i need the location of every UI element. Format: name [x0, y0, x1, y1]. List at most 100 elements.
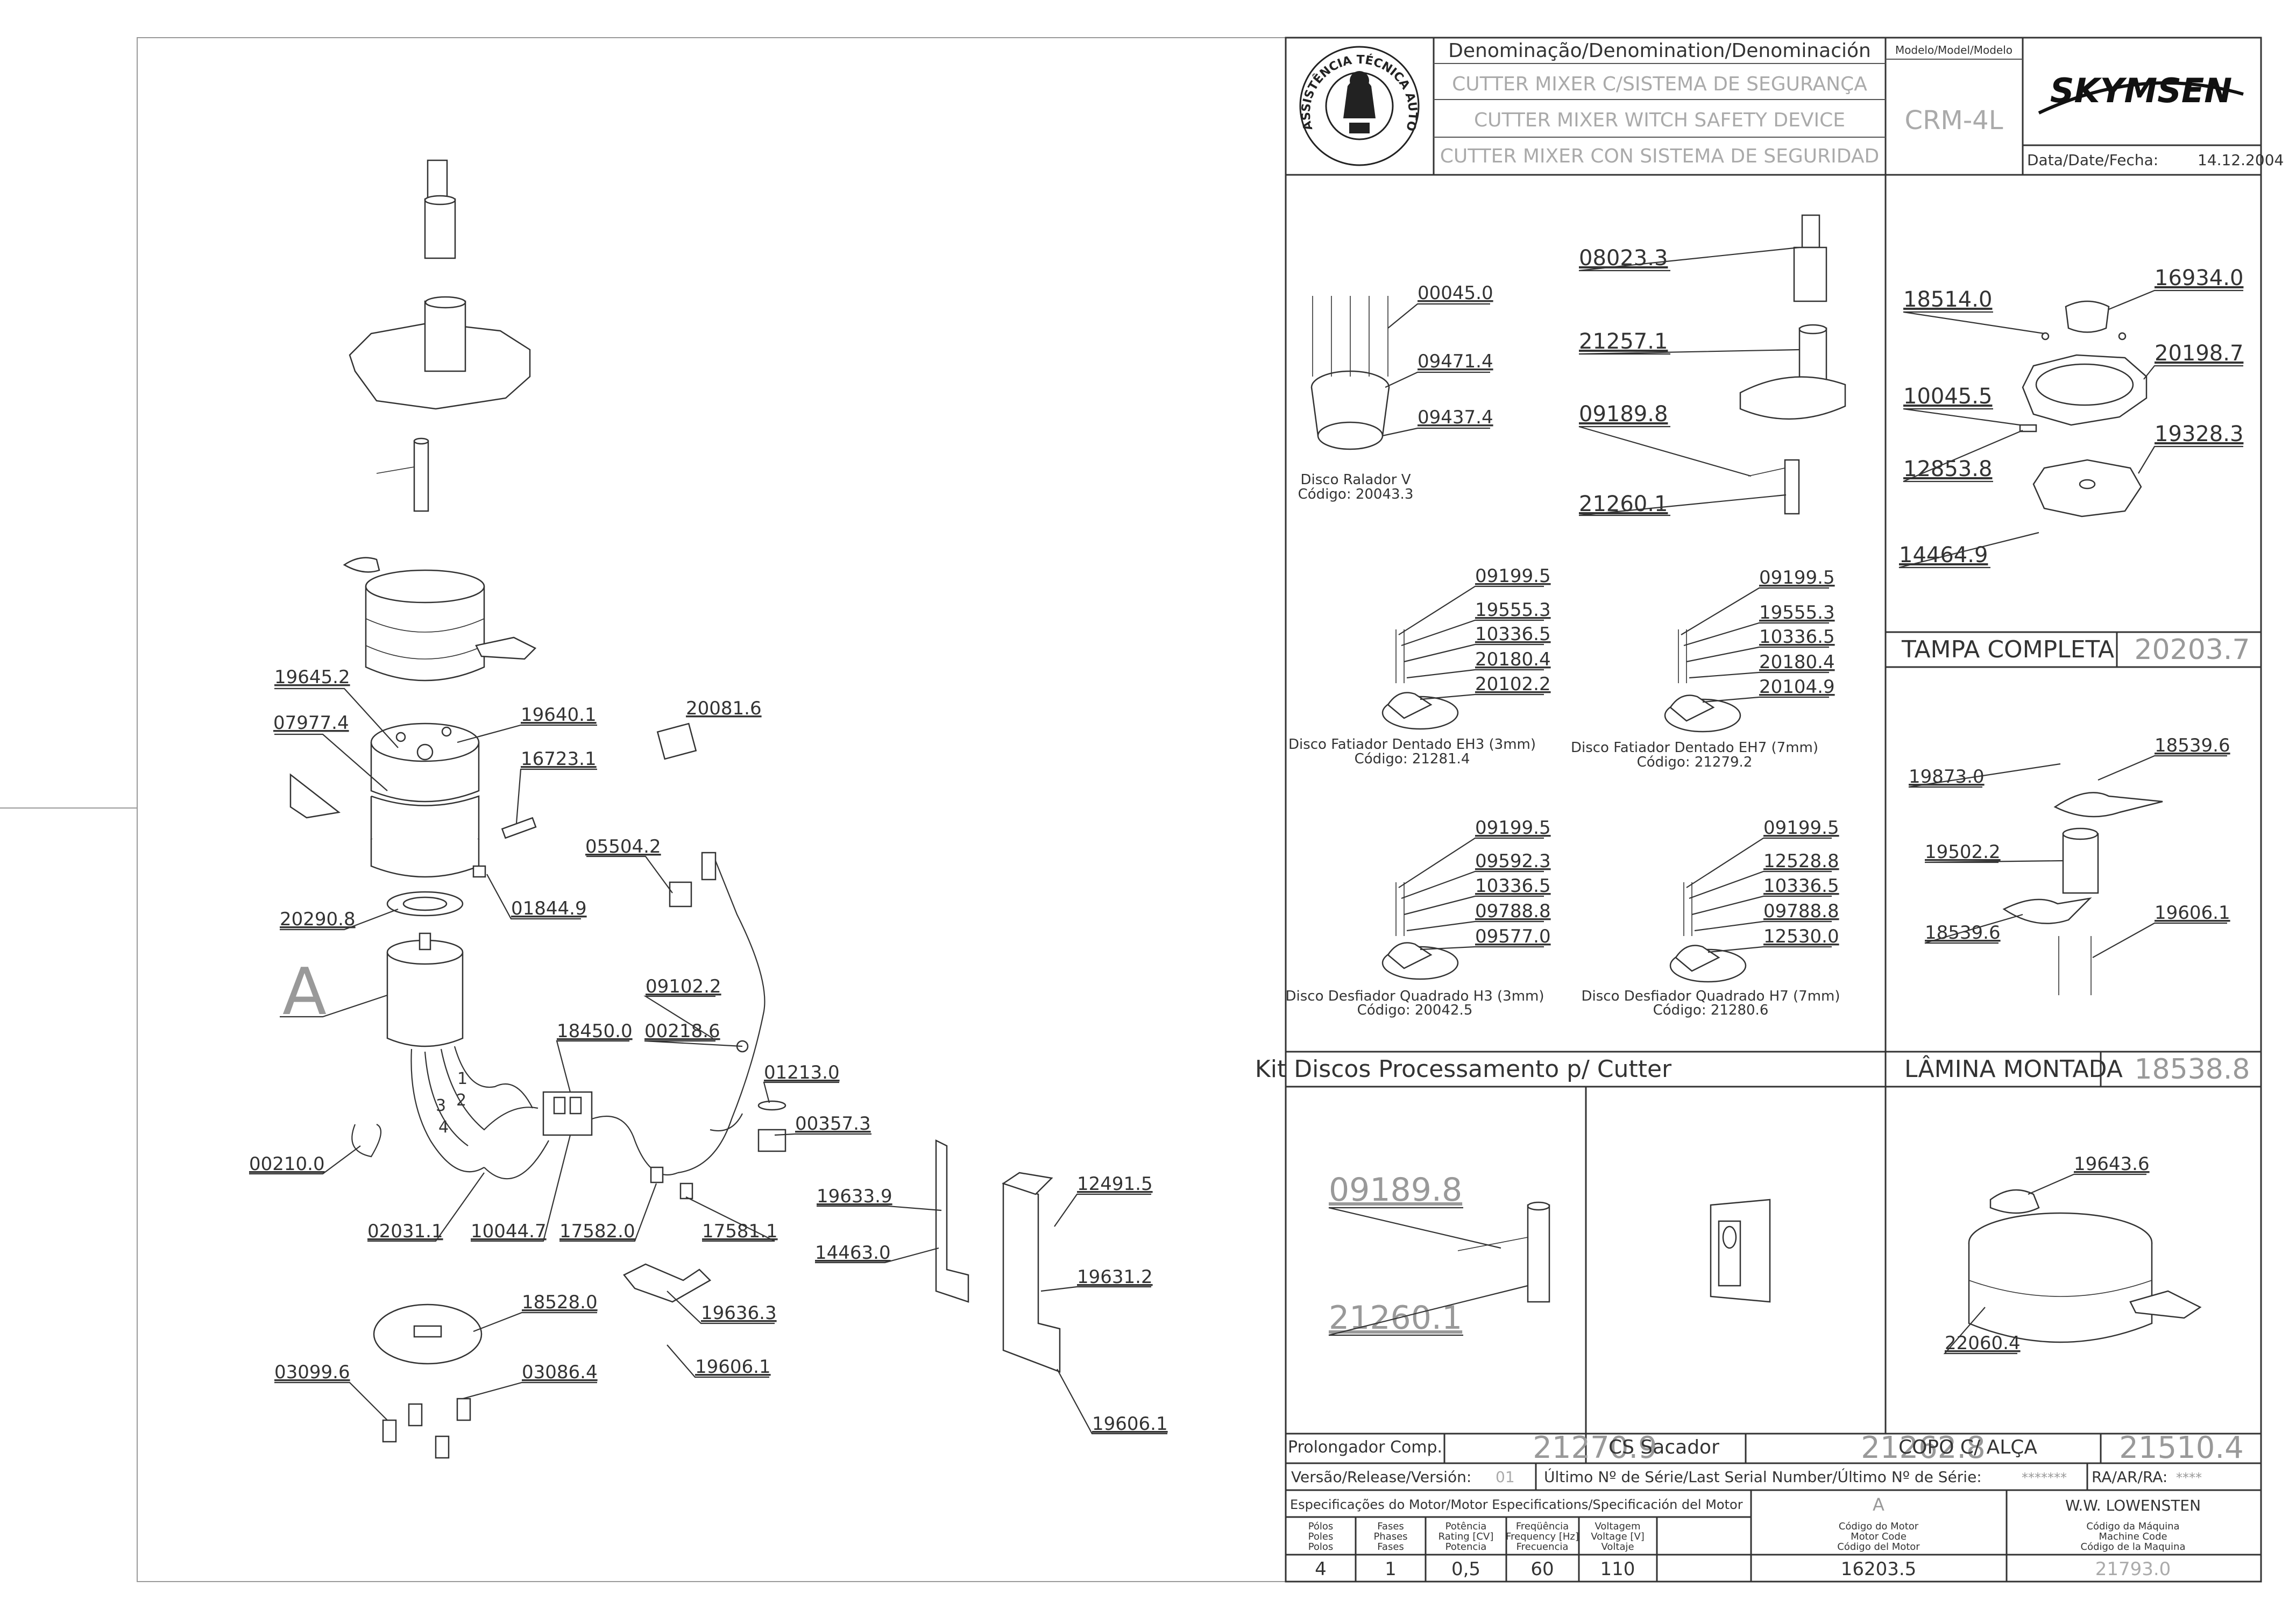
svg-text:2: 2: [456, 1091, 466, 1110]
svg-text:12530.0: 12530.0: [1763, 926, 1839, 947]
svg-text:CS Sacador: CS Sacador: [1608, 1436, 1719, 1458]
svg-text:21260.1: 21260.1: [1579, 492, 1668, 516]
svg-text:18539.6: 18539.6: [2155, 735, 2230, 756]
svg-text:00045.0: 00045.0: [1418, 282, 1493, 304]
svg-text:09788.8: 09788.8: [1475, 901, 1551, 922]
svg-text:09577.0: 09577.0: [1475, 926, 1551, 947]
svg-text:09437.4: 09437.4: [1418, 407, 1493, 428]
svg-text:16934.0: 16934.0: [2155, 266, 2243, 290]
svg-text:19555.3: 19555.3: [1475, 599, 1551, 621]
svg-text:Disco Desfiador Quadrado H3 (3: Disco Desfiador Quadrado H3 (3mm): [1285, 988, 1544, 1004]
svg-text:TAMPA COMPLETA: TAMPA COMPLETA: [1901, 636, 2114, 663]
svg-text:1: 1: [1385, 1558, 1397, 1580]
svg-text:19328.3: 19328.3: [2155, 422, 2243, 446]
svg-text:10045.5: 10045.5: [1903, 384, 1992, 409]
disco-eh3-labels: 09199.5 19555.3 10336.5 20180.4 20102.2 …: [1288, 565, 1551, 767]
svg-text:08023.3: 08023.3: [1579, 246, 1668, 271]
motor-spec-headers: Pólos Poles Polos Fases Phases Fases Pot…: [1308, 1521, 2186, 1553]
part-label: 19636.3: [701, 1302, 777, 1324]
svg-text:RA/AR/RA:: RA/AR/RA:: [2092, 1468, 2167, 1486]
prolongador-drawing: [1457, 1201, 1550, 1303]
svg-text:19643.6: 19643.6: [2074, 1153, 2150, 1175]
svg-text:4: 4: [1315, 1558, 1327, 1580]
svg-text:10336.5: 10336.5: [1475, 875, 1551, 897]
title-grid-rows: [1434, 59, 2023, 138]
part-label: 19633.9: [817, 1186, 892, 1207]
svg-text:19873.0: 19873.0: [1909, 766, 1985, 788]
denomination-header: Denominação/Denomination/Denominación: [1448, 40, 1871, 62]
svg-text:1: 1: [457, 1069, 467, 1088]
part-label: 20290.8: [280, 909, 356, 930]
disco-h7-drawing: [1669, 882, 1747, 983]
motor-spec-values: 4 1 0,5 60 110 16203.5 21793.0: [1315, 1558, 2171, 1580]
svg-text:Motor Code: Motor Code: [1851, 1531, 1907, 1542]
motor-wire-numbers: 1 2 3 4: [436, 1069, 467, 1137]
svg-text:Código da Máquina: Código da Máquina: [2086, 1521, 2179, 1532]
part-label: 18450.0: [557, 1020, 633, 1042]
svg-text:Código: 20042.5: Código: 20042.5: [1357, 1002, 1473, 1018]
svg-text:19555.3: 19555.3: [1759, 602, 1835, 623]
svg-text:10336.5: 10336.5: [1759, 626, 1835, 648]
part-label: 05504.2: [585, 836, 661, 857]
main-exploded-view: [289, 159, 1061, 1459]
brand-logo: SKYMSEN: [2050, 71, 2232, 110]
svg-text:Último Nº de Série/Last Se: Último Nº de Série/Last Serial Number/Úl…: [1544, 1468, 1982, 1486]
svg-text:09788.8: 09788.8: [1763, 901, 1839, 922]
brand-logo-swoosh: [2038, 81, 2244, 115]
svg-text:Frequency [Hz]: Frequency [Hz]: [1506, 1531, 1579, 1542]
part-label: 19606.1: [1092, 1413, 1168, 1435]
svg-text:21260.1: 21260.1: [1329, 1299, 1462, 1337]
part-label: 00357.3: [795, 1113, 871, 1135]
product-name-en: CUTTER MIXER WITCH SAFETY DEVICE: [1474, 109, 1845, 131]
svg-text:3: 3: [436, 1096, 446, 1115]
svg-text:Disco Desfiador Quadrado H7 (7: Disco Desfiador Quadrado H7 (7mm): [1581, 988, 1840, 1004]
svg-text:ASSISTÊNCIA TÉCNICA AUTORIZADA: ASSISTÊNCIA TÉCNICA AUTORIZADA: [0, 0, 1419, 132]
svg-text:4: 4: [438, 1118, 449, 1137]
disco-eh7-labels: 09199.5 19555.3 10336.5 20180.4 20104.9 …: [1571, 567, 1835, 770]
svg-text:Frecuencia: Frecuencia: [1517, 1541, 1569, 1553]
svg-text:****: ****: [2176, 1470, 2202, 1485]
part-label: 01213.0: [764, 1062, 840, 1083]
svg-text:10336.5: 10336.5: [1763, 875, 1839, 897]
svg-text:Código de la Maquina: Código de la Maquina: [2081, 1541, 2186, 1553]
svg-text:Machine Code: Machine Code: [2099, 1531, 2167, 1542]
copo-drawing: [1968, 1189, 2202, 1343]
svg-text:10336.5: 10336.5: [1475, 623, 1551, 645]
svg-text:16203.5: 16203.5: [1841, 1558, 1917, 1580]
svg-text:Prolongador Comp.: Prolongador Comp.: [1288, 1438, 1442, 1457]
part-label: 01844.9: [511, 898, 587, 919]
part-label: 19631.2: [1077, 1266, 1153, 1288]
part-label: A: [282, 955, 327, 1030]
svg-text:Voltagem: Voltagem: [1595, 1521, 1640, 1532]
svg-text:20198.7: 20198.7: [2155, 341, 2243, 366]
part-label: 17582.0: [559, 1221, 635, 1242]
disco-h3-labels: 09199.5 09592.3 10336.5 09788.8 09577.0 …: [1285, 817, 1550, 1018]
part-label: 18528.0: [522, 1292, 598, 1313]
svg-text:21510.4: 21510.4: [2119, 1430, 2244, 1465]
svg-text:Disco Fatiador Dentado EH3 (3m: Disco Fatiador Dentado EH3 (3mm): [1288, 736, 1536, 753]
svg-text:09189.8: 09189.8: [1329, 1171, 1462, 1209]
svg-text:09199.5: 09199.5: [1475, 817, 1551, 839]
svg-text:Código: 21281.4: Código: 21281.4: [1355, 751, 1470, 767]
svg-text:20203.7: 20203.7: [2134, 634, 2250, 666]
svg-text:20180.4: 20180.4: [1475, 649, 1551, 670]
svg-text:Voltage [V]: Voltage [V]: [1591, 1531, 1645, 1542]
svg-text:LÂMINA MONTADA: LÂMINA MONTADA: [1904, 1054, 2123, 1083]
part-label: 03099.6: [274, 1362, 350, 1383]
svg-text:18538.8: 18538.8: [2134, 1053, 2250, 1086]
svg-text:20104.9: 20104.9: [1759, 676, 1835, 698]
svg-text:Poles: Poles: [1308, 1531, 1334, 1542]
svg-text:Versão/Release/Versión:: Versão/Release/Versión:: [1291, 1468, 1471, 1486]
svg-text:22060.4: 22060.4: [1945, 1333, 2021, 1354]
part-label: 10044.7: [471, 1221, 547, 1242]
svg-text:21270.9: 21270.9: [1533, 1430, 1657, 1465]
date-value: 14.12.2004: [2198, 151, 2284, 169]
svg-text:110: 110: [1600, 1558, 1635, 1580]
product-name-es: CUTTER MIXER CON SISTEMA DE SEGURIDAD: [1440, 145, 1879, 167]
svg-text:Disco Ralador V: Disco Ralador V: [1301, 472, 1411, 488]
part-label: 00210.0: [249, 1153, 325, 1175]
svg-text:0,5: 0,5: [1451, 1558, 1480, 1580]
svg-text:18514.0: 18514.0: [1903, 287, 1992, 312]
part-label: 07977.4: [273, 712, 349, 734]
